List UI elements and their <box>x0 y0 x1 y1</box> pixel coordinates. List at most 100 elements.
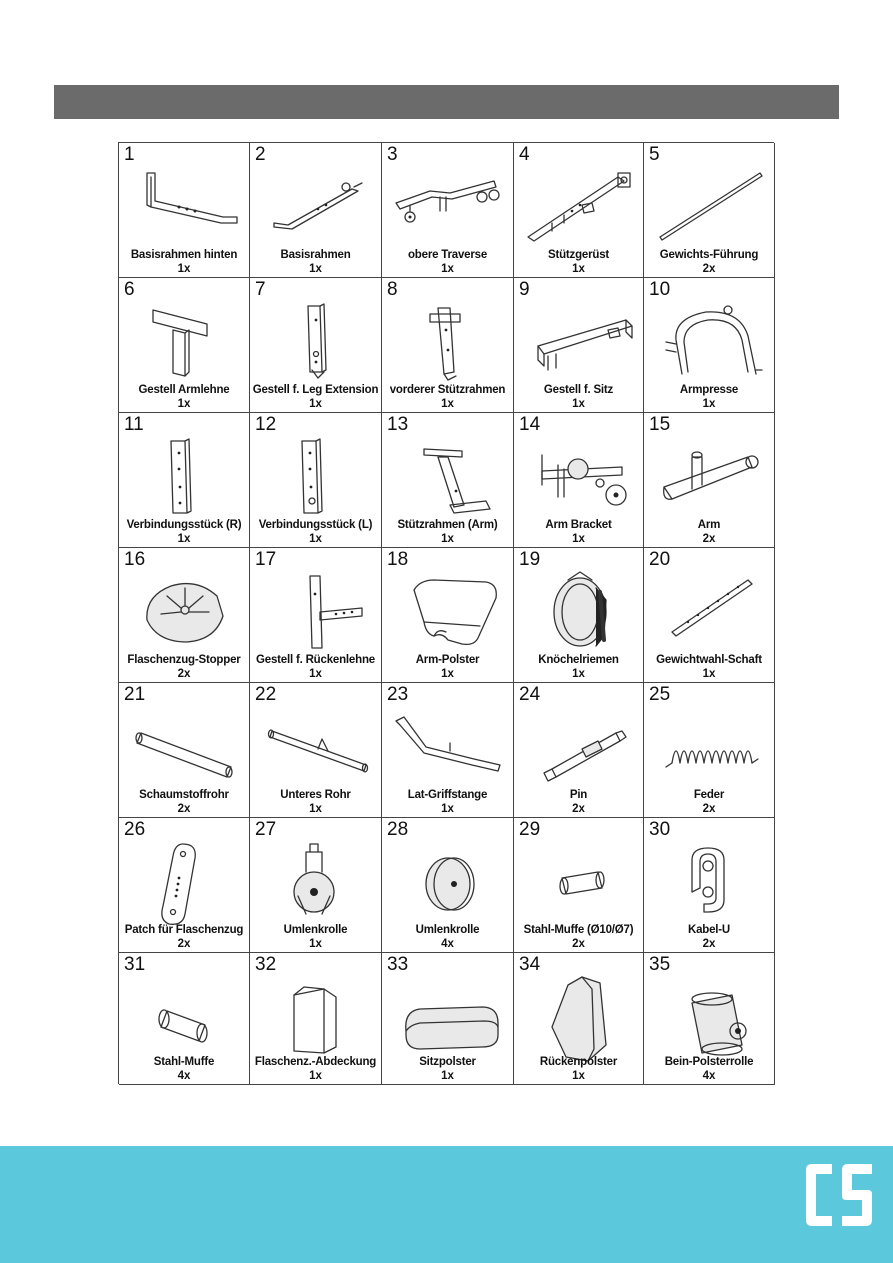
arm-icon <box>652 435 766 515</box>
part-number: 3 <box>387 144 398 165</box>
part-number: 16 <box>124 549 146 570</box>
part-name: Gestell Armlehne <box>138 384 230 396</box>
part-quantity: 1x <box>441 1070 454 1082</box>
part-quantity: 1x <box>441 533 454 545</box>
part-quantity: 2x <box>572 803 585 815</box>
part-number: 18 <box>387 549 409 570</box>
leg-extension-post-icon <box>258 300 372 380</box>
foam-tube-icon <box>127 705 241 785</box>
leg-pad-roller-icon <box>652 975 766 1056</box>
part-quantity: 1x <box>309 398 322 410</box>
support-frame-icon <box>522 165 636 245</box>
part-number: 12 <box>255 414 277 435</box>
seat-frame-icon <box>522 300 636 380</box>
arm-pad-icon <box>390 570 504 650</box>
part-quantity: 2x <box>177 938 191 950</box>
part-number: 13 <box>387 414 409 435</box>
part-quantity: 1x <box>309 938 322 950</box>
front-support-post-icon <box>390 300 504 381</box>
pulley-cover-icon <box>258 975 372 1055</box>
part-quantity: 2x <box>177 803 191 815</box>
part-number: 7 <box>255 279 266 300</box>
part-number: 2 <box>255 144 266 165</box>
base-frame-icon <box>258 165 372 245</box>
part-number: 35 <box>649 954 671 975</box>
part-quantity: 2x <box>572 938 585 950</box>
part-quantity: 4x <box>702 1070 716 1082</box>
part-number: 26 <box>124 819 146 840</box>
armrest-post-icon <box>127 300 241 380</box>
seat-pad-icon <box>390 975 504 1055</box>
arm-press-icon <box>652 300 766 380</box>
part-name: Basisrahmen <box>280 249 351 261</box>
part-quantity: 2x <box>702 938 716 950</box>
steel-sleeve-small-icon <box>522 840 636 920</box>
back-pad-icon <box>522 975 636 1062</box>
part-name: Schaumstoffrohr <box>139 789 229 801</box>
part-name: Bein-Polsterrolle <box>664 1056 754 1068</box>
part-quantity: 1x <box>572 263 585 275</box>
part-cell: 8 vorderer Stützrahmen 1x <box>382 278 514 413</box>
part-name: Arm <box>697 519 721 531</box>
part-quantity: 1x <box>177 533 191 545</box>
part-quantity: 1x <box>702 668 716 680</box>
part-quantity: 1x <box>177 263 191 275</box>
part-quantity: 1x <box>441 398 454 410</box>
pulley-with-bracket-icon <box>258 840 372 920</box>
part-name: obere Traverse <box>407 249 488 261</box>
part-name: Patch für Flaschenzug <box>124 924 244 936</box>
part-quantity: 1x <box>572 398 585 410</box>
part-quantity: 1x <box>309 668 322 680</box>
ankle-strap-icon <box>522 570 636 650</box>
part-quantity: 1x <box>177 398 191 410</box>
arm-support-frame-icon <box>390 435 504 515</box>
part-quantity: 1x <box>309 263 322 275</box>
header-bar <box>54 85 839 119</box>
part-quantity: 4x <box>441 938 454 950</box>
part-number: 23 <box>387 684 409 705</box>
cs-logo-icon <box>802 1160 876 1230</box>
part-name: Pin <box>569 789 588 801</box>
arm-bracket-icon <box>522 435 636 515</box>
part-number: 9 <box>519 279 530 300</box>
part-name: Stahl-Muffe <box>153 1056 215 1068</box>
connector-left-icon <box>258 435 372 515</box>
part-name: Basisrahmen hinten <box>130 249 238 261</box>
part-quantity: 2x <box>702 803 716 815</box>
part-number: 25 <box>649 684 671 705</box>
footer-band <box>0 1146 893 1263</box>
part-name: Lat-Griffstange <box>407 789 488 801</box>
part-quantity: 1x <box>572 668 585 680</box>
part-name: Knöchelriemen <box>538 654 619 666</box>
part-cell: 3 obere Traverse 1x <box>382 143 514 278</box>
steel-sleeve-icon <box>127 975 241 1055</box>
part-quantity: 1x <box>572 533 585 545</box>
part-number: 31 <box>124 954 146 975</box>
part-name: Stahl-Muffe (Ø10/Ø7) <box>523 924 634 936</box>
part-number: 10 <box>649 279 671 300</box>
part-number: 28 <box>387 819 409 840</box>
part-number: 8 <box>387 279 398 300</box>
backrest-frame-icon <box>258 570 372 650</box>
part-name: Kabel-U <box>687 924 731 936</box>
part-name: vorderer Stützrahmen <box>389 384 506 396</box>
part-quantity: 1x <box>441 668 454 680</box>
part-number: 20 <box>649 549 671 570</box>
part-quantity: 1x <box>441 263 454 275</box>
